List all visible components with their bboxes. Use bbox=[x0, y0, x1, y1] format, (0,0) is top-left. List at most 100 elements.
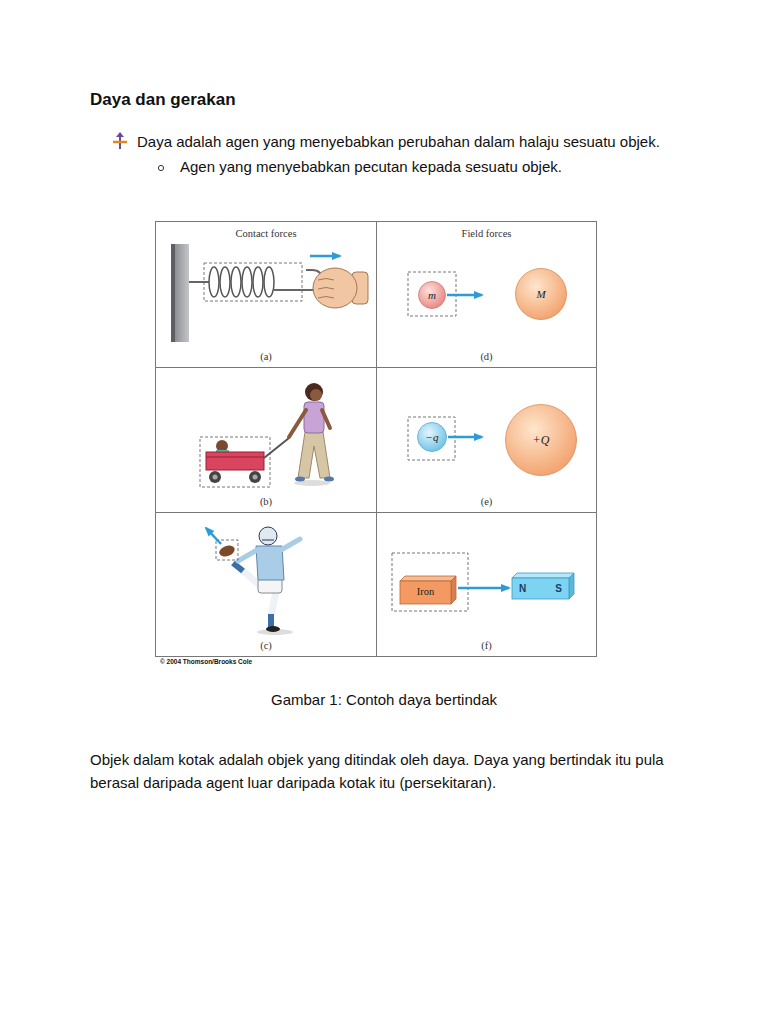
block-top-face bbox=[512, 573, 574, 578]
panel-heading: Contact forces bbox=[236, 228, 297, 240]
girl-illustration bbox=[305, 383, 323, 401]
bullet-icon bbox=[116, 132, 124, 137]
page-title: Daya dan gerakan bbox=[90, 89, 236, 110]
girl-illustration bbox=[298, 432, 330, 478]
block-label: S bbox=[555, 584, 562, 594]
football-player-illustration bbox=[233, 527, 300, 635]
panel-label: (a) bbox=[260, 351, 272, 363]
football-player-illustration bbox=[281, 539, 300, 550]
field-force-markings bbox=[447, 294, 482, 297]
spring-wall-illustration bbox=[171, 244, 322, 342]
panel-label: (c) bbox=[260, 640, 272, 652]
block-top-face bbox=[400, 576, 456, 581]
spring-wall-illustration bbox=[264, 267, 274, 297]
field-force-panel: IronNS(f) bbox=[376, 512, 597, 657]
spring-wall-illustration bbox=[253, 267, 263, 297]
circle-outline bbox=[418, 423, 447, 452]
symbol-label: m bbox=[428, 290, 436, 301]
hand-illustration bbox=[313, 268, 368, 308]
football-player-illustration bbox=[259, 527, 277, 545]
force-arrow bbox=[310, 255, 340, 258]
girl-illustration bbox=[289, 410, 306, 437]
spring-wall-illustration bbox=[220, 267, 230, 297]
football-illustration bbox=[206, 528, 238, 560]
football-player-illustration bbox=[268, 614, 274, 627]
hand-illustration bbox=[313, 268, 357, 308]
sub-bullet-text: Agen yang menyebabkan pecutan kepada ses… bbox=[180, 158, 562, 177]
symbol-label: +Q bbox=[533, 434, 550, 446]
symbol-label: M bbox=[536, 289, 545, 300]
block-side-face bbox=[451, 576, 456, 604]
football-player-illustration bbox=[233, 563, 243, 571]
contact-force-panel: Contact forces (a) bbox=[155, 221, 377, 368]
circle-outline bbox=[506, 405, 577, 476]
field-force-markings bbox=[408, 417, 455, 460]
contact-force-panel: (c) bbox=[155, 512, 377, 657]
spring-wall-illustration bbox=[209, 267, 219, 297]
iron-block: Iron bbox=[400, 576, 456, 604]
wagon-illustration bbox=[206, 452, 264, 470]
spring-wall-illustration bbox=[231, 267, 241, 297]
wagon-illustration bbox=[200, 437, 289, 487]
block-label: Iron bbox=[417, 587, 435, 598]
football-player-illustration bbox=[266, 626, 280, 632]
spring-wall-illustration bbox=[189, 281, 209, 283]
wagon-illustration bbox=[200, 437, 270, 487]
girl-illustration bbox=[310, 389, 322, 401]
wagon-illustration bbox=[264, 438, 289, 458]
girl-illustration bbox=[289, 383, 334, 486]
spring-wall-illustration bbox=[204, 263, 302, 301]
girl-illustration bbox=[322, 410, 330, 428]
hand-illustration bbox=[318, 279, 334, 299]
sub-bullet-marker bbox=[158, 165, 163, 170]
field-force-markings bbox=[448, 436, 482, 439]
wagon-illustration bbox=[206, 457, 264, 458]
football-player-illustration bbox=[262, 540, 274, 541]
spring-wall-illustration bbox=[171, 244, 175, 342]
wagon-illustration bbox=[209, 471, 221, 483]
copyright-note: © 2004 Thomson/Brooks Cole bbox=[160, 658, 252, 666]
wagon-illustration bbox=[253, 475, 258, 480]
field-force-markings bbox=[458, 587, 509, 590]
girl-illustration bbox=[295, 477, 305, 482]
wagon-illustration bbox=[249, 471, 261, 483]
charge-circle: +Q bbox=[505, 404, 577, 476]
mass-circle: M bbox=[515, 268, 567, 320]
panel-label: (d) bbox=[480, 351, 492, 363]
bullet-icon bbox=[113, 141, 127, 144]
force-arrow bbox=[310, 256, 340, 257]
bullet-text: Daya adalah agen yang menyebabkan peruba… bbox=[137, 133, 660, 152]
circle-outline bbox=[516, 269, 567, 320]
block-front-face bbox=[512, 578, 569, 599]
block-front-face bbox=[400, 581, 451, 604]
football-player-illustration bbox=[238, 550, 257, 561]
mass-circle: m bbox=[418, 281, 446, 309]
block-label: N bbox=[519, 584, 526, 594]
spring-wall-illustration bbox=[274, 289, 312, 291]
panel-label: (b) bbox=[260, 496, 272, 508]
bar-magnet: NS bbox=[512, 573, 574, 599]
contact-force-panel: (b) bbox=[155, 367, 377, 513]
field-force-markings bbox=[392, 272, 509, 611]
charge-circle: −q bbox=[417, 422, 447, 452]
block-side-face bbox=[569, 573, 574, 599]
circle-outline bbox=[419, 282, 446, 309]
bullet-icon bbox=[113, 132, 127, 149]
football-illustration bbox=[218, 544, 236, 559]
body-paragraph: Objek dalam kotak adalah objek yang diti… bbox=[90, 748, 686, 794]
field-force-panel: m M Field forces (d) bbox=[376, 221, 597, 368]
symbol-label: −q bbox=[426, 432, 439, 443]
figure-caption: Gambar 1: Contoh daya bertindak bbox=[0, 691, 768, 710]
football-player-illustration bbox=[271, 592, 276, 616]
wagon-illustration bbox=[213, 475, 218, 480]
football-illustration bbox=[206, 528, 221, 544]
panel-heading: Field forces bbox=[462, 228, 512, 240]
panel-label: (e) bbox=[481, 496, 493, 508]
girl-illustration bbox=[324, 477, 334, 482]
panel-label: (f) bbox=[481, 640, 492, 652]
girl-illustration bbox=[304, 402, 324, 433]
field-force-markings bbox=[392, 553, 468, 611]
sub-bullet-marker bbox=[158, 165, 163, 170]
spring-wall-illustration bbox=[171, 244, 189, 342]
